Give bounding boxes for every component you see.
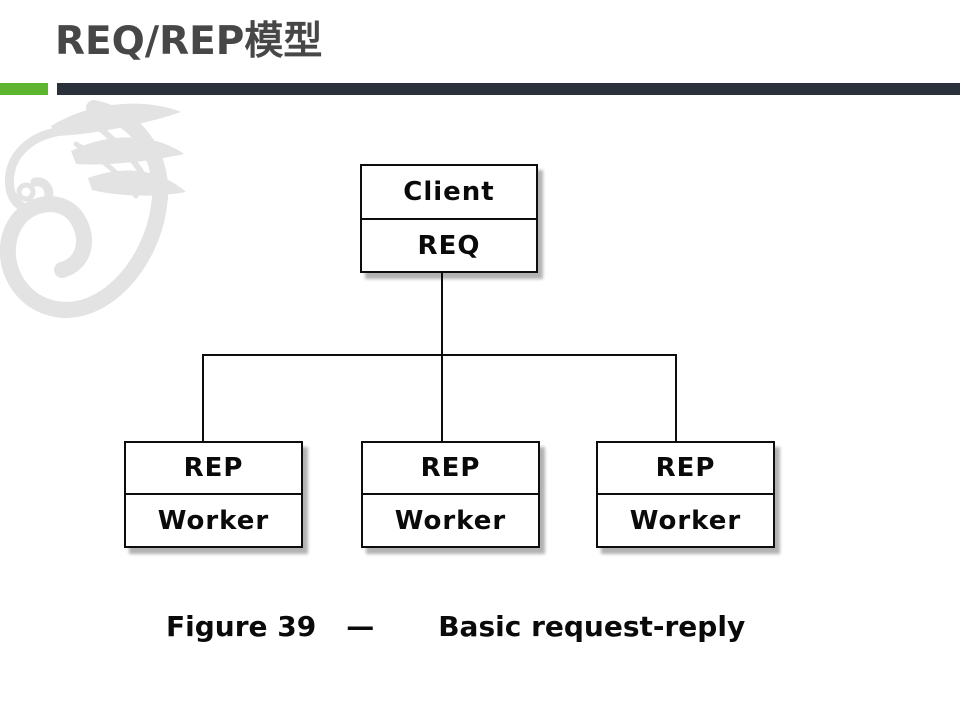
worker-3-title-cell: Worker (629, 505, 742, 536)
caption-text: Basic request-reply (438, 610, 746, 643)
connector-stem-line (441, 273, 443, 443)
title-divider-bar (57, 83, 960, 95)
worker-node-2: REP Worker (361, 441, 540, 548)
connector-drop-left-line (202, 354, 204, 443)
connector-drop-right-line (675, 354, 677, 443)
flourish-ornament-icon (0, 100, 186, 318)
worker-1-title-cell: Worker (157, 505, 270, 536)
worker-node-1: REP Worker (124, 441, 303, 548)
worker-3-socket-cell: REP (598, 443, 773, 495)
worker-2-socket-cell: REP (363, 443, 538, 495)
worker-2-title-cell: Worker (394, 505, 507, 536)
client-node: Client REQ (360, 164, 538, 273)
connector-horizontal-line (202, 354, 677, 356)
client-socket-cell: REQ (417, 230, 481, 261)
page-title: REQ/REP模型 (55, 19, 323, 64)
caption-dash: — (346, 610, 375, 643)
worker-node-3: REP Worker (596, 441, 775, 548)
client-title-cell: Client (362, 166, 536, 220)
worker-1-socket-cell: REP (126, 443, 301, 495)
figure-caption: Figure 39 — Basic request-reply (166, 610, 745, 643)
title-accent-green-bar (0, 83, 48, 95)
caption-figure-number: Figure 39 (166, 610, 317, 643)
